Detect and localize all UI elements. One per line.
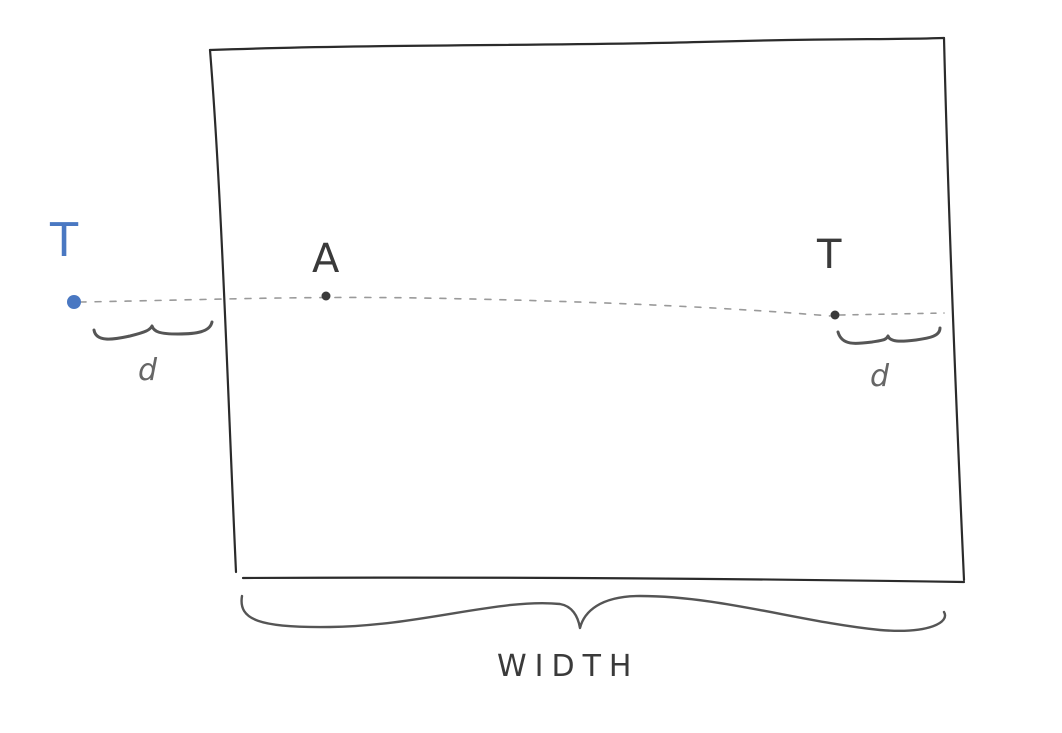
width-rectangle bbox=[208, 36, 966, 584]
right-point bbox=[830, 310, 840, 320]
rectangle-top-edge bbox=[208, 36, 946, 52]
left-point bbox=[67, 295, 81, 309]
right-distance-brace bbox=[836, 326, 942, 345]
rectangle-right-edge bbox=[942, 36, 966, 582]
rectangle-bottom-edge bbox=[241, 576, 966, 584]
left-target-label: T bbox=[49, 213, 79, 267]
point-a-label: A bbox=[312, 236, 340, 282]
point-a bbox=[321, 291, 331, 301]
dotted-guide-line bbox=[79, 296, 831, 317]
left-distance-label: d bbox=[138, 353, 158, 388]
left-distance-brace bbox=[92, 320, 214, 341]
dotted-guide-line-extension bbox=[839, 312, 945, 316]
rectangle-left-edge bbox=[208, 48, 238, 574]
right-distance-label: d bbox=[870, 359, 890, 394]
right-target-label: T bbox=[816, 232, 842, 278]
width-brace bbox=[240, 594, 947, 632]
width-label: WIDTH bbox=[497, 649, 640, 684]
